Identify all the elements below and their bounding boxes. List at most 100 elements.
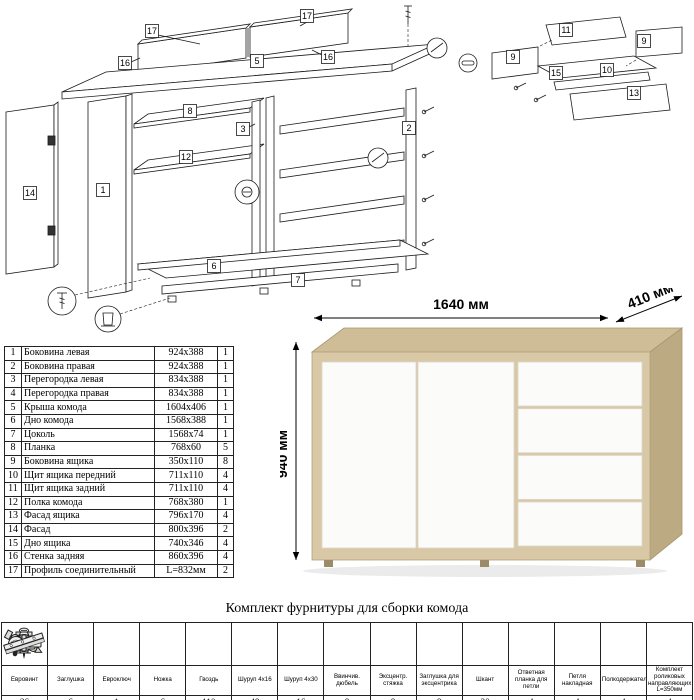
callout: 6 bbox=[207, 259, 221, 273]
part-number: 11 bbox=[4, 481, 22, 497]
callout-label: 11 bbox=[561, 25, 570, 35]
part-name: Дно комода bbox=[21, 413, 155, 429]
part-qty: 1 bbox=[217, 346, 234, 361]
hardware-name: Шкант bbox=[461, 664, 509, 697]
callout: 15 bbox=[549, 66, 563, 80]
dimension-depth: 410 мм bbox=[615, 288, 683, 323]
part-number: 7 bbox=[4, 427, 22, 443]
callout-label: 13 bbox=[629, 88, 639, 98]
parts-table-row: 3 Перегородка левая 834x388 1 bbox=[4, 373, 234, 388]
part-name: Профиль соединительный bbox=[21, 563, 155, 579]
callout: 2 bbox=[402, 121, 416, 135]
hardware-qty: 48 bbox=[231, 695, 279, 700]
part-name: Перегородка правая bbox=[21, 386, 155, 402]
part-qty: 1 bbox=[217, 359, 234, 375]
part-qty: 8 bbox=[217, 454, 234, 470]
parts-table-row: 10 Щит ящика передний 711x110 4 bbox=[4, 468, 234, 483]
hardware-name: Ножка bbox=[139, 664, 187, 697]
callout-label: 17 bbox=[302, 11, 312, 21]
part-name: Боковина левая bbox=[21, 346, 155, 361]
parts-table-row: 12 Полка комода 768x380 1 bbox=[4, 495, 234, 511]
callout-label: 16 bbox=[323, 52, 333, 62]
dresser-leg bbox=[324, 560, 333, 567]
dresser-leg bbox=[480, 560, 489, 567]
part-name: Фасад bbox=[21, 522, 155, 538]
part-number: 10 bbox=[4, 468, 22, 483]
parts-table-row: 2 Боковина правая 924x388 1 bbox=[4, 359, 234, 375]
part-number: 14 bbox=[4, 522, 22, 538]
callout: 17 bbox=[300, 9, 314, 23]
exploded-assembly-diagram: 17 16 17 16 5 8 12 14 1 3 2 6 7 11 9 9 1… bbox=[5, 5, 683, 333]
hardware-qty: 1 bbox=[93, 695, 141, 700]
hardware-qty: 16 bbox=[277, 695, 325, 700]
dimension-width: 1640 мм bbox=[314, 296, 608, 322]
callout-label: 17 bbox=[147, 26, 157, 36]
hardware-name: Шуруп 4х30 bbox=[277, 664, 325, 697]
part-number: 3 bbox=[4, 373, 22, 388]
parts-table: 1 Боковина левая 924x388 1 2 Боковина пр… bbox=[4, 346, 234, 579]
callout-label: 6 bbox=[211, 261, 216, 271]
hardware-kit-table: Евровинт Заглушка Евроключ Ножка Гвоздь … bbox=[0, 622, 694, 700]
callout: 14 bbox=[23, 186, 37, 200]
part-size: 711x110 bbox=[154, 468, 218, 483]
callout-label: 9 bbox=[510, 52, 515, 62]
part-size: 740x346 bbox=[154, 536, 218, 551]
part-number: 4 bbox=[4, 386, 22, 402]
callout-label: 3 bbox=[240, 124, 245, 134]
plinth-panel bbox=[161, 263, 399, 303]
callout-label: 2 bbox=[406, 123, 411, 133]
part-name: Стенка задняя bbox=[21, 549, 155, 565]
part-name: Боковина ящика bbox=[21, 454, 155, 470]
hardware-qty: 8 bbox=[415, 695, 463, 700]
parts-table-row: 1 Боковина левая 924x388 1 bbox=[4, 346, 234, 361]
part-name: Крыша комода bbox=[21, 400, 155, 415]
callout-label: 7 bbox=[295, 275, 300, 285]
part-qty: 4 bbox=[217, 536, 234, 551]
right-side-panel bbox=[405, 87, 417, 271]
parts-table-row: 15 Дно ящика 740x346 4 bbox=[4, 536, 234, 551]
part-number: 13 bbox=[4, 509, 22, 524]
parts-table-row: 17 Профиль соединительный L=832мм 2 bbox=[4, 563, 234, 579]
part-qty: 1 bbox=[217, 413, 234, 429]
dimension-height: 940 мм bbox=[280, 342, 300, 560]
callout: 13 bbox=[627, 86, 641, 100]
part-qty: 1 bbox=[217, 373, 234, 388]
part-number: 12 bbox=[4, 495, 22, 511]
callout-label: 15 bbox=[551, 68, 561, 78]
hardware-name: Ввинчив. дюбель bbox=[323, 664, 371, 697]
part-name: Полка комода bbox=[21, 495, 155, 511]
drawer-front-4 bbox=[517, 501, 643, 547]
part-number: 5 bbox=[4, 400, 22, 415]
part-name: Планка bbox=[21, 441, 155, 456]
callout: 16 bbox=[321, 50, 335, 64]
callout: 10 bbox=[600, 63, 614, 77]
side-screws bbox=[421, 106, 435, 247]
hardware-qty: 26 bbox=[0, 695, 49, 700]
callout-label: 5 bbox=[254, 56, 259, 66]
hardware-name: Заглушка bbox=[47, 664, 95, 697]
callout: 8 bbox=[183, 104, 197, 118]
callout: 9 bbox=[506, 50, 520, 64]
part-number: 17 bbox=[4, 563, 22, 579]
dresser-render: 1640 мм 410 мм 940 мм bbox=[280, 288, 684, 577]
part-qty: 2 bbox=[217, 522, 234, 538]
part-size: 860x396 bbox=[154, 549, 218, 565]
callouts-drawer: 11 9 9 15 10 13 bbox=[506, 23, 651, 100]
parts-table-row: 8 Планка 768x60 5 bbox=[4, 441, 234, 456]
leader-lines bbox=[130, 21, 323, 128]
part-qty: 2 bbox=[217, 563, 234, 579]
parts-table-row: 6 Дно комода 1568x388 1 bbox=[4, 413, 234, 429]
callout-label: 14 bbox=[25, 188, 35, 198]
parts-table-row: 4 Перегородка правая 834x388 1 bbox=[4, 386, 234, 402]
hardware-qty: 20 bbox=[461, 695, 509, 700]
part-size: 1568x74 bbox=[154, 427, 218, 443]
part-size: 834x388 bbox=[154, 386, 218, 402]
part-name: Боковина правая bbox=[21, 359, 155, 375]
hardware-name: Евровинт bbox=[0, 664, 49, 697]
hardware-qty: 6 bbox=[139, 695, 187, 700]
part-number: 1 bbox=[4, 346, 22, 361]
hardware-name: Евроключ bbox=[93, 664, 141, 697]
drawer-front-3 bbox=[517, 454, 643, 500]
part-qty: 1 bbox=[217, 400, 234, 415]
